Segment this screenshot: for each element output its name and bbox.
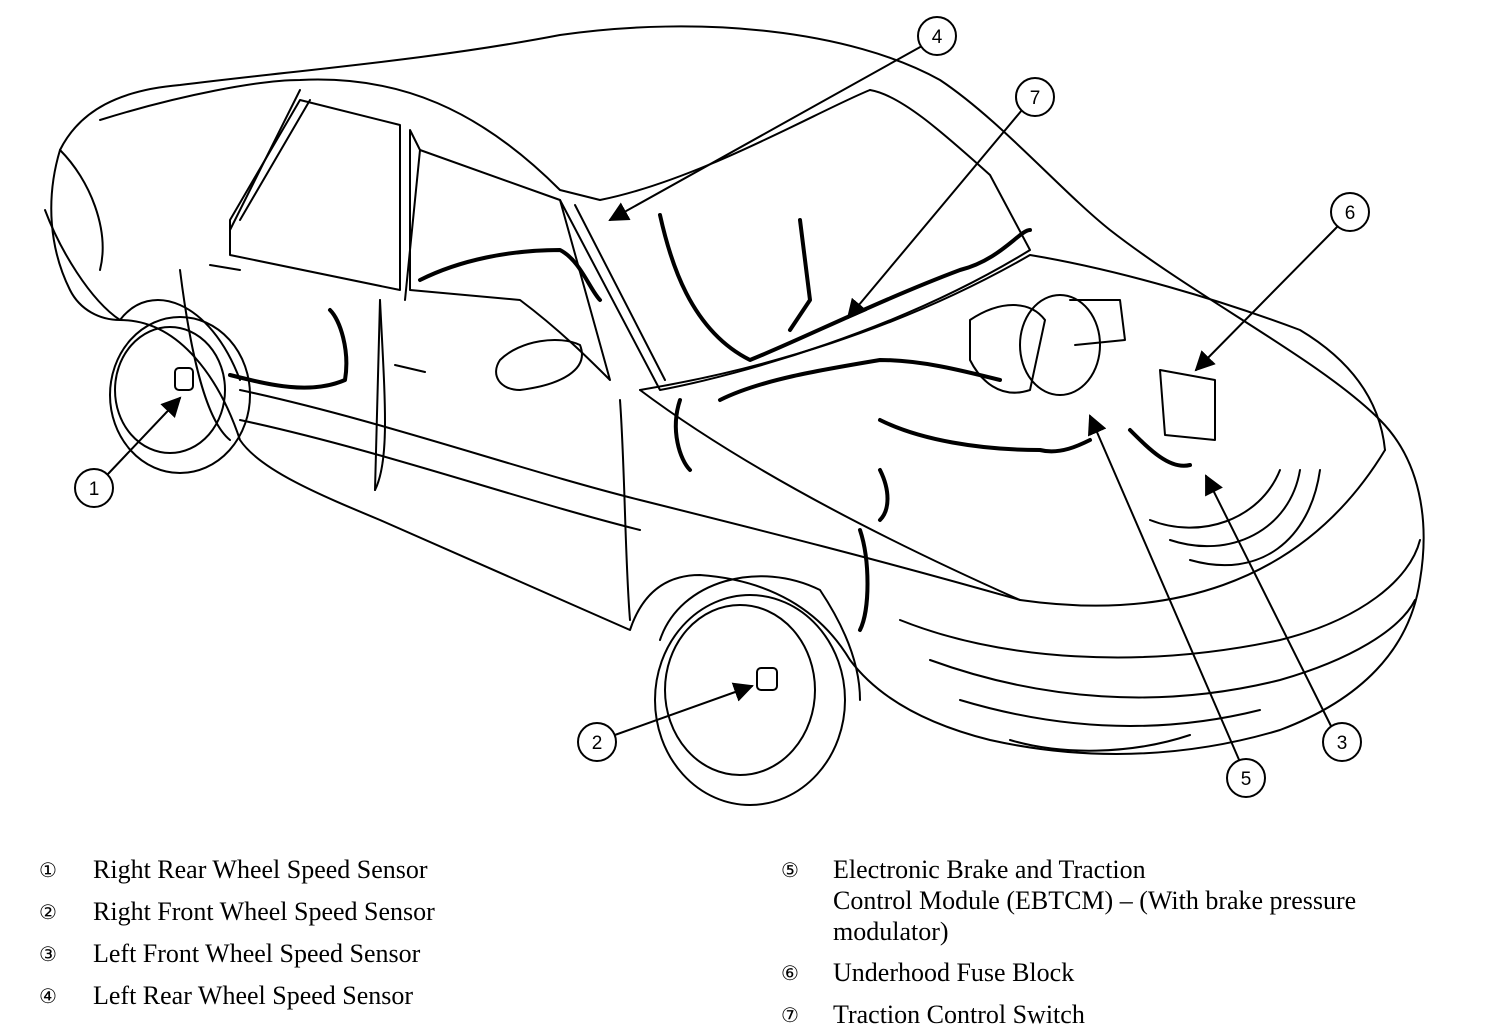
legend-mark: ⑦ — [781, 1003, 799, 1027]
svg-text:5: 5 — [1241, 769, 1252, 790]
callout-2: 2 — [577, 722, 617, 762]
leader-1 — [107, 396, 182, 475]
legend-text-line1: Electronic Brake and Traction — [833, 855, 1146, 884]
legend-mark: ⑥ — [781, 961, 799, 985]
car-body — [44, 25, 1425, 806]
callout-1: 1 — [74, 468, 114, 508]
legend-text: Left Front Wheel Speed Sensor — [93, 939, 421, 968]
legend-text-line2: Control Module (EBTCM) – (With brake pre… — [833, 886, 1357, 915]
callout-3: 3 — [1322, 722, 1362, 762]
legend-mark: ① — [39, 858, 57, 882]
leader-6 — [1194, 225, 1339, 372]
legend-text: Left Rear Wheel Speed Sensor — [93, 981, 414, 1010]
callout-7: 7 — [1015, 77, 1055, 117]
legend-mark: ⑤ — [781, 858, 799, 882]
svg-text:2: 2 — [592, 733, 603, 754]
legend-text: Right Front Wheel Speed Sensor — [93, 897, 435, 926]
leader-7 — [846, 109, 1023, 320]
callouts: 1 2 3 4 5 6 7 — [74, 16, 1370, 798]
svg-text:6: 6 — [1345, 203, 1356, 224]
svg-text:1: 1 — [89, 479, 100, 500]
legend-text: Underhood Fuse Block — [833, 958, 1075, 987]
leader-5 — [1087, 414, 1241, 763]
callout-4: 4 — [917, 16, 957, 56]
leader-3 — [1205, 474, 1333, 729]
legend-text: Right Rear Wheel Speed Sensor — [93, 855, 428, 884]
legend-text-line3: modulator) — [833, 917, 949, 946]
svg-text:4: 4 — [932, 27, 943, 48]
legend-text: Traction Control Switch — [833, 1000, 1085, 1029]
legend-mark: ③ — [39, 942, 57, 966]
leader-lines — [107, 45, 1339, 763]
legend-mark: ② — [39, 900, 57, 924]
leader-2 — [611, 682, 754, 737]
wiring-harness — [228, 213, 1192, 632]
callout-5: 5 — [1226, 758, 1266, 798]
leader-4 — [608, 45, 923, 221]
svg-text:3: 3 — [1337, 733, 1348, 754]
callout-6: 6 — [1330, 192, 1370, 232]
svg-text:7: 7 — [1030, 88, 1041, 109]
legend-mark: ④ — [39, 984, 57, 1008]
